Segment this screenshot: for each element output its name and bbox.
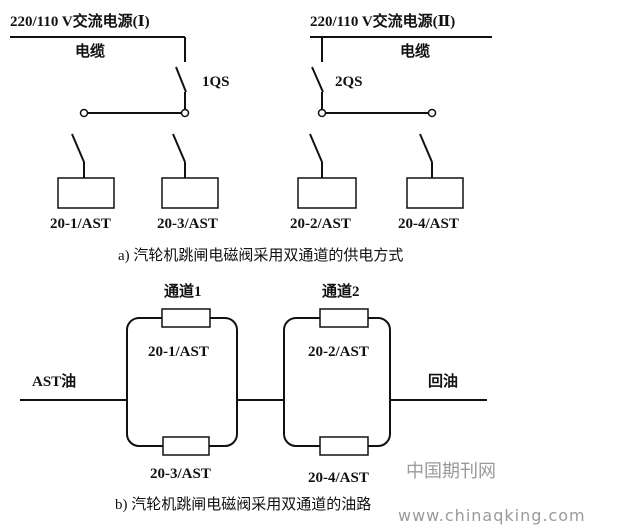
switch-20-1 — [71, 133, 85, 163]
channel-2-loop — [283, 317, 391, 447]
valve-20-1-label: 20-1/AST — [50, 216, 111, 232]
cable-1-label: 电缆 — [75, 42, 105, 60]
switch-2qs-label: 2QS — [335, 74, 363, 90]
watermark-cn: 中国期刊网 — [406, 461, 496, 482]
valve-20-3-label: 20-3/AST — [157, 216, 218, 232]
supply-1-node-left — [79, 108, 89, 118]
outlet-label: 回油 — [428, 372, 458, 390]
valve-20-2-label: 20-2/AST — [290, 216, 351, 232]
valve-20-3-box — [161, 177, 219, 209]
valve-b-20-4-label: 20-4/AST — [308, 470, 369, 486]
switch-2qs — [311, 66, 324, 93]
power-supply-diagram: 220/110 V交流电源(Ⅰ) 电缆 1QS 20-1/AST 20-3/AS… — [10, 12, 492, 264]
switch-20-2 — [309, 133, 323, 163]
valve-b-20-3-box — [162, 436, 210, 456]
valve-b-20-1-label: 20-1/AST — [148, 344, 209, 360]
valve-b-20-4-box — [319, 436, 369, 456]
supply-1-node-right — [180, 108, 190, 118]
channel-1-loop — [126, 317, 238, 447]
caption-b: b) 汽轮机跳闸电磁阀采用双通道的油路 — [115, 496, 371, 513]
channel-2-label: 通道2 — [322, 282, 360, 300]
valve-20-2-box — [297, 177, 357, 209]
switch-20-3 — [172, 133, 186, 163]
watermark-url: www.chinaqking.com — [398, 506, 586, 525]
valve-b-20-2-box — [319, 308, 369, 328]
channel-1-label: 通道1 — [164, 282, 202, 300]
valve-b-20-2-label: 20-2/AST — [308, 344, 369, 360]
valve-20-4-label: 20-4/AST — [398, 216, 459, 232]
switch-1qs — [175, 66, 187, 93]
inlet-label: AST油 — [32, 372, 76, 390]
valve-b-20-1-box — [161, 308, 211, 328]
supply-2-node-left — [317, 108, 327, 118]
valve-b-20-3-label: 20-3/AST — [150, 466, 211, 482]
switch-20-4 — [419, 133, 433, 163]
supply-2-label: 220/110 V交流电源(Ⅱ) — [310, 12, 455, 30]
cable-2-label: 电缆 — [400, 42, 430, 60]
supply-2-node-right — [427, 108, 437, 118]
valve-20-4-box — [406, 177, 464, 209]
oil-circuit-diagram: 通道1 通道2 AST油 回油 20-1/AST 20-3/AST 20-2/A… — [20, 282, 487, 513]
caption-a: a) 汽轮机跳闸电磁阀采用双通道的供电方式 — [118, 247, 403, 264]
switch-1qs-label: 1QS — [202, 74, 230, 90]
valve-20-1-box — [57, 177, 115, 209]
supply-1-label: 220/110 V交流电源(Ⅰ) — [10, 12, 150, 30]
